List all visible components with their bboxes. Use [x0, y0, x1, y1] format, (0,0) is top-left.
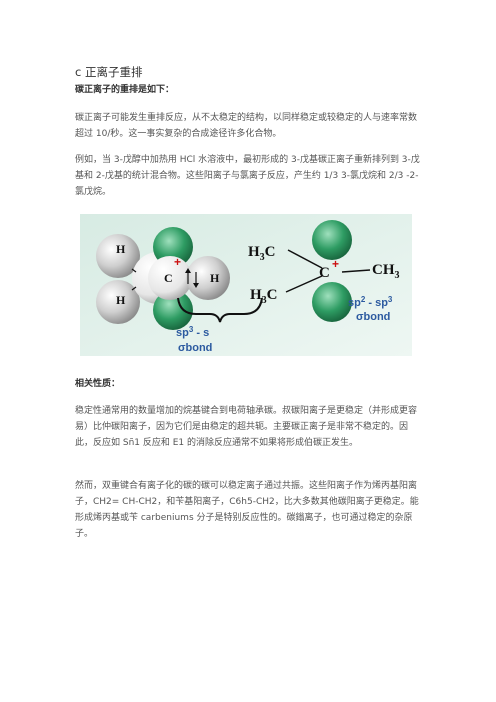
left-h-top: H — [116, 242, 126, 256]
paragraph-intro: 碳正离子可能发生重排反应，从不太稳定的结构，以同样稳定或较稳定的人与速率常数超过… — [75, 113, 418, 139]
left-h-bottom: H — [116, 293, 126, 307]
carbocation-hyperconjugation-figure: H H H C + sp3 - s σbond H3C — [80, 214, 412, 356]
right-bond-label: σbond — [356, 311, 390, 323]
h-orbital-right — [186, 256, 230, 300]
left-h-mid: H — [210, 271, 220, 285]
section-heading-rearrangement: 碳正离子的重排是如下： — [75, 85, 175, 95]
right-structure: H3C H3C C + CH3 sp2 - sp3 σbond — [248, 220, 400, 323]
left-structure: H H H C + sp3 - s σbond — [96, 227, 263, 354]
right-h3c-bottom: H3C — [250, 287, 278, 306]
right-carbon: C — [319, 265, 330, 281]
p-orbital-lower — [153, 290, 193, 330]
paragraph-example: 例如，当 3-戊醇中加热用 HCl 水溶液中，最初形成的 3-戊基碳正离子重新排… — [75, 155, 420, 197]
p-orbital-upper — [153, 227, 193, 267]
right-plus-charge: + — [332, 257, 339, 271]
c-orbital — [148, 256, 192, 300]
left-plus-charge: + — [174, 255, 181, 269]
right-ch3: CH3 — [372, 262, 400, 281]
brace — [177, 297, 263, 323]
section-heading-properties: 相关性质： — [75, 379, 121, 389]
left-orbital-label: sp3 - s — [176, 325, 209, 339]
paragraph-resonance: 然而，双重键合有离子化的碳的碳可以稳定离子通过共振。这些阳离子作为烯丙基阳离子，… — [75, 481, 419, 539]
right-p-orbital-upper — [312, 220, 352, 260]
paragraph-stability: 稳定性通常用的数量增加的烷基键合到电荷轴承碳。叔碳阳离子是更稳定（并形成更容易）… — [75, 406, 418, 448]
h-orbital-top — [96, 234, 140, 278]
right-orbital-label: sp2 - sp3 — [348, 295, 393, 309]
left-bond-label: σbond — [178, 342, 212, 354]
h-orbital-bottom — [96, 280, 140, 324]
right-h3c-top: H3C — [248, 244, 276, 263]
left-carbon: C — [164, 271, 173, 285]
right-p-orbital-lower — [312, 282, 352, 322]
page-title: c 正离子重排 — [75, 65, 143, 79]
